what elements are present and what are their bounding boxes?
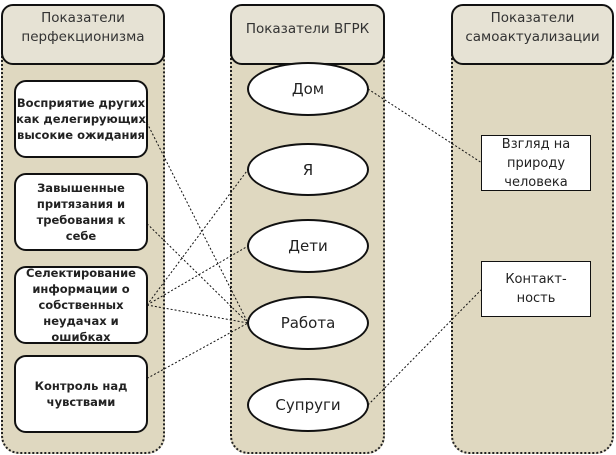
perfectionism-column-header: Показатели перфекционизма: [1, 4, 165, 65]
vgrk-node-spouses[interactable]: Супруги: [247, 378, 369, 432]
node-label: Работа: [280, 314, 336, 332]
perfectionism-node-perception-of-others[interactable]: Восприятие других как делегирующих высок…: [14, 80, 148, 158]
perfectionism-node-feelings-control[interactable]: Контроль над чувствами: [14, 355, 148, 433]
vgrk-node-home[interactable]: Дом: [247, 62, 369, 116]
node-label: Завышенные притязания и требования к себ…: [36, 181, 126, 243]
vgrk-column-header: Показатели ВГРК: [230, 4, 385, 65]
vgrk-node-work[interactable]: Работа: [247, 296, 369, 350]
vgrk-node-self[interactable]: Я: [247, 143, 369, 196]
selfactualization-column: Показатели самоактуализации: [451, 4, 614, 454]
node-label: Дом: [291, 80, 325, 98]
node-label: Супруги: [275, 396, 341, 414]
vgrk-node-children[interactable]: Дети: [247, 219, 369, 273]
selfactualization-column-header: Показатели самоактуализации: [451, 4, 614, 65]
node-label: Я: [302, 160, 314, 179]
selfactualization-node-contactness[interactable]: Контакт-ность: [481, 261, 591, 317]
perfectionism-node-high-demands[interactable]: Завышенные притязания и требования к себ…: [14, 173, 148, 251]
node-label: Восприятие других как делегирующих высок…: [16, 96, 146, 142]
node-label: Контроль над чувствами: [34, 379, 128, 409]
perfectionism-node-information-selection[interactable]: Селектирование информации о собственных …: [14, 266, 148, 344]
node-label: Дети: [288, 237, 328, 255]
node-label: Взгляд на природу человека: [501, 136, 571, 190]
selfactualization-node-view-of-human-nature[interactable]: Взгляд на природу человека: [481, 135, 591, 191]
node-label: Селектирование информации о собственных …: [26, 266, 136, 344]
node-label: Контакт-ность: [505, 272, 567, 306]
